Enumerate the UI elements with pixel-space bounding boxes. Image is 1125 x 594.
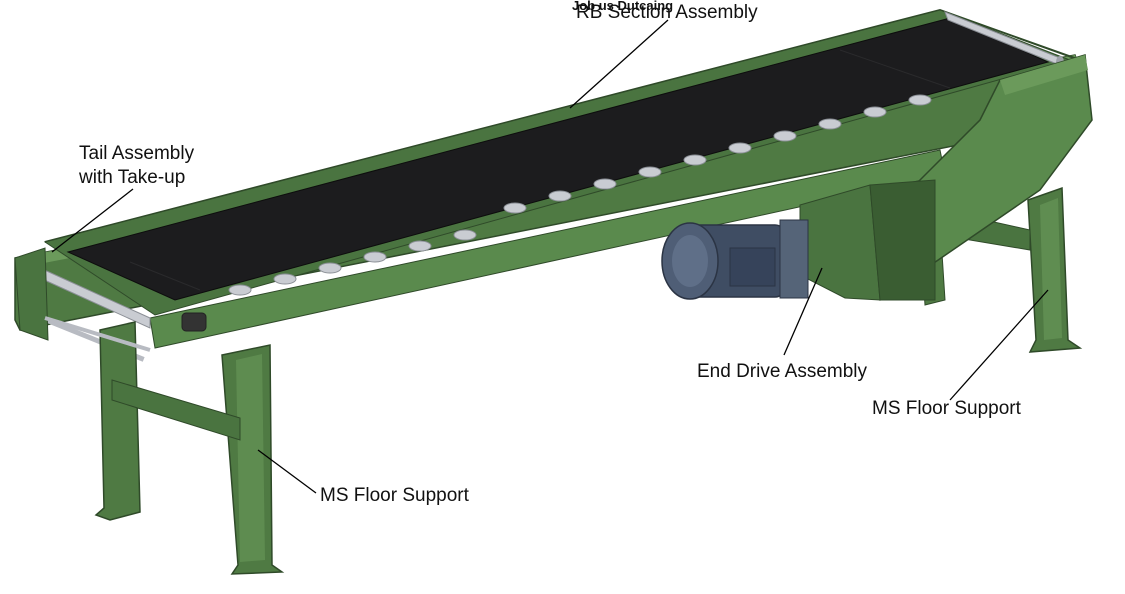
label-end-drive-assembly: End Drive Assembly [697, 361, 868, 382]
label-ms-floor-support-right: MS Floor Support [872, 398, 1021, 419]
motor [661, 219, 809, 300]
return-rollers [228, 94, 932, 296]
label-tail-assembly-line2: with Take-up [79, 167, 186, 188]
ms-floor-support-left [44, 316, 285, 575]
top-text-fragment: Job us Dutcaing [572, 0, 674, 13]
label-ms-floor-support-left: MS Floor Support [320, 485, 469, 506]
label-rb-section-assembly: RB Section Assembly [576, 2, 758, 23]
label-tail-assembly-line1: Tail Assembly [79, 143, 195, 164]
leader-lines [51, 19, 1049, 494]
conveyor-belt [66, 17, 1050, 301]
